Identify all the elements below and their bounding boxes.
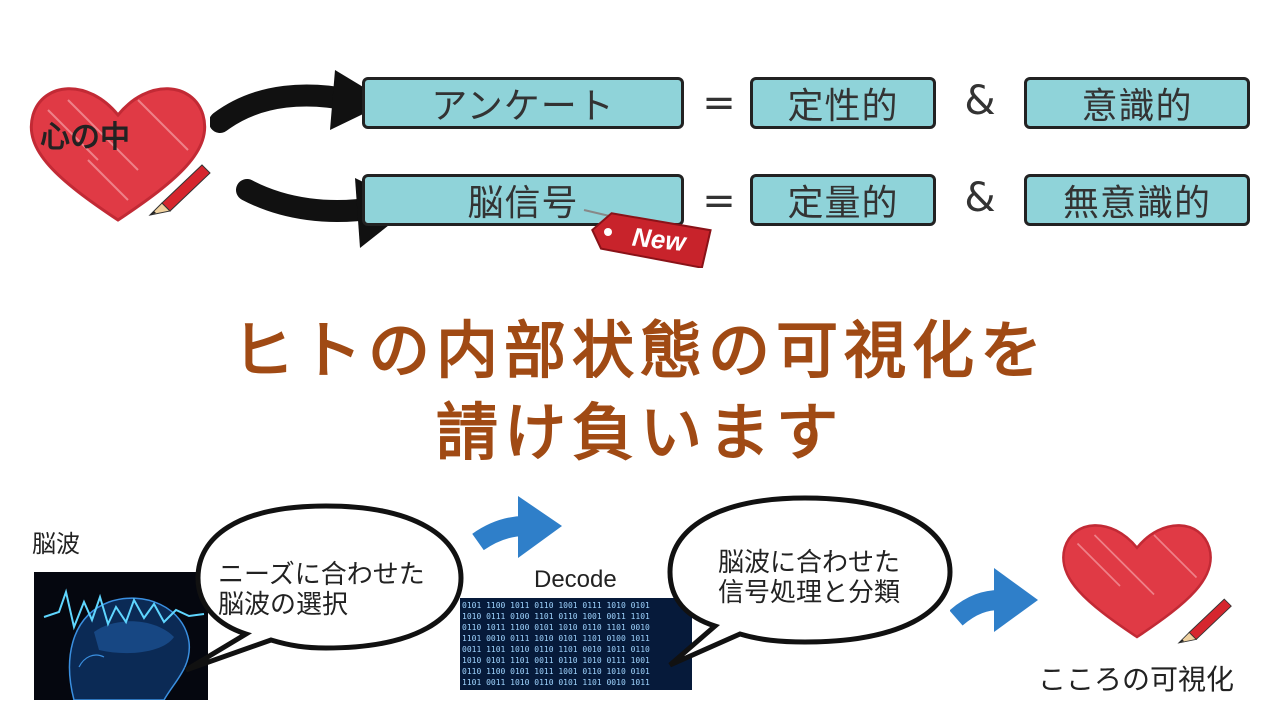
- bubble-2-line-2: 信号処理と分類: [718, 578, 901, 608]
- speech-bubble-2: [667, 495, 953, 668]
- pencil-icon: [148, 164, 211, 216]
- speech-bubble-1: [184, 503, 464, 673]
- quantitative-box: 定量的: [750, 174, 936, 226]
- survey-box: アンケート: [362, 77, 684, 129]
- heart-label: 心の中: [40, 120, 130, 155]
- svg-text:1101 0011 1010 0110 0101 1101: 1101 0011 1010 0110 0101 1101 0010 1011: [462, 678, 650, 687]
- bubble-1-line-1: ニーズに合わせた: [218, 560, 425, 590]
- blue-arrow-1: [472, 496, 562, 558]
- result-pencil-icon: [1177, 598, 1232, 644]
- blue-arrow-2: [950, 568, 1038, 632]
- headline-line-2: 請け負います: [435, 396, 844, 469]
- unconscious-box: 無意識的: [1024, 174, 1250, 226]
- binary-code-image: 0101 1100 1011 0110 1001 0111 1010 0101 …: [460, 598, 692, 690]
- ampersand-1: &: [964, 78, 996, 124]
- svg-text:0110 1100 0101 1011 1001 0110: 0110 1100 0101 1011 1001 0110 1010 0101: [462, 667, 650, 676]
- equals-sign-1: =: [702, 80, 736, 126]
- result-label: こころの可視化: [1038, 663, 1235, 696]
- svg-text:0011 1101 1010 0110 1101 0010: 0011 1101 1010 0110 1101 0010 1011 0110: [462, 645, 650, 654]
- svg-text:0110 1011 1100 0101 1010 0110: 0110 1011 1100 0101 1010 0110 1101 0010: [462, 623, 650, 632]
- conscious-box: 意識的: [1024, 77, 1250, 129]
- result-heart-icon: [1062, 524, 1212, 639]
- new-badge-text: New: [631, 222, 689, 258]
- bubble-2-line-1: 脳波に合わせた: [718, 548, 901, 578]
- eeg-label: 脳波: [32, 530, 80, 558]
- decode-label: Decode: [534, 566, 617, 593]
- svg-text:1010 0101 1101 0011 0110 1010: 1010 0101 1101 0011 0110 1010 0111 1001: [462, 656, 650, 665]
- heart-icon: [29, 87, 207, 222]
- qualitative-box: 定性的: [750, 77, 936, 129]
- new-badge: New: [583, 209, 712, 268]
- brain-eeg-image: [34, 572, 208, 700]
- svg-text:1010 0111 0100 1101 0110 1001: 1010 0111 0100 1101 0110 1001 0011 1101: [462, 612, 650, 621]
- svg-text:0101 1100 1011 0110 1001 0111: 0101 1100 1011 0110 1001 0111 1010 0101: [462, 601, 650, 610]
- bubble-1-line-2: 脳波の選択: [218, 590, 349, 620]
- ampersand-2: &: [964, 175, 996, 221]
- equals-sign-2: =: [702, 178, 736, 224]
- headline-line-1: ヒトの内部状態の可視化を: [231, 314, 1048, 387]
- svg-text:1101 0010 0111 1010 0101 1101: 1101 0010 0111 1010 0101 1101 0100 1011: [462, 634, 650, 643]
- arrow-to-survey: [210, 70, 388, 133]
